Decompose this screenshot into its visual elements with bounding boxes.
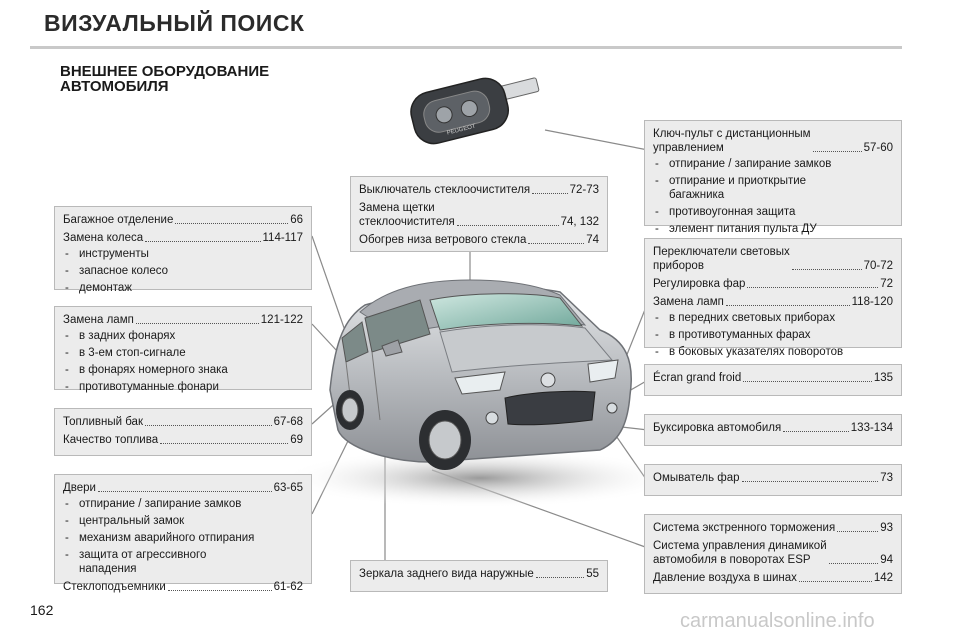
wheels <box>336 390 471 470</box>
esp-entry[interactable]: Система управления динамикой автомобиля … <box>653 540 893 566</box>
list-item: в боковых указателях поворотов <box>653 345 893 359</box>
list-item: элемент питания пульта ДУ <box>653 222 893 236</box>
list-item: противотуманные фонари <box>63 380 303 394</box>
list-item: в задних фонарях <box>63 329 303 343</box>
list-item: защита от агрессивного нападения <box>63 548 303 576</box>
list-item: отпирание / запирание замков <box>63 497 303 511</box>
key-fob-image: PEUGEOT <box>410 77 540 145</box>
header-rule <box>30 46 902 49</box>
list-item: центральный замок <box>63 514 303 528</box>
list-item: отпирание / запирание замков <box>653 157 893 171</box>
car-body <box>329 279 632 463</box>
list-item: механизм аварийного отпирания <box>63 531 303 545</box>
list-item: отпирание и приоткрытие багажника <box>653 174 893 202</box>
list-item: в передних световых приборах <box>653 311 893 325</box>
list-item: инструменты <box>63 247 303 261</box>
list-item: в 3-ем стоп-сигнале <box>63 346 303 360</box>
list-item: демонтаж <box>63 281 303 295</box>
page-title: ВИЗУАЛЬНЫЙ ПОИСК <box>44 10 305 36</box>
list-item: противоугонная защита <box>653 205 893 219</box>
page-number: 162 <box>30 602 54 618</box>
list-item: в противотуманных фарах <box>653 328 893 342</box>
list-item: запасное колесо <box>63 264 303 278</box>
watermark: carmanualsonline.info <box>680 610 875 632</box>
list-item: в фонарях номерного знака <box>63 363 303 377</box>
section-title: ВНЕШНЕЕ ОБОРУДОВАНИЕ АВТОМОБИЛЯ <box>60 63 270 95</box>
